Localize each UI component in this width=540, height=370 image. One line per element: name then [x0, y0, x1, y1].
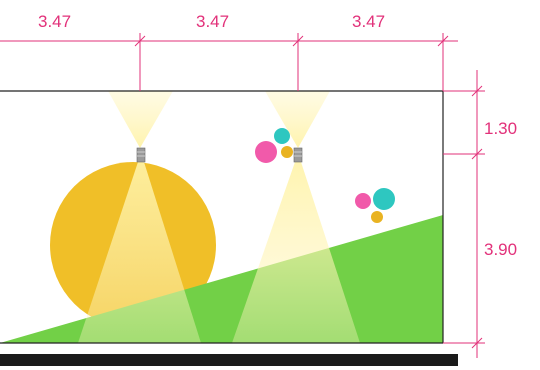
spotlight-1-upper-beam: [108, 91, 173, 148]
horizontal-dimensions: [0, 33, 458, 91]
decorative-dots-icon: [255, 128, 293, 163]
horizontal-dimension-label: 3.47: [352, 12, 385, 31]
spotlight-fixture-icon: [293, 147, 303, 163]
vertical-dimensions: [443, 70, 485, 358]
dimension-tick: [471, 85, 483, 97]
dimension-tick: [437, 35, 449, 47]
horizontal-dimension-label: 3.47: [196, 12, 229, 31]
spotlight-fixture-icon: [136, 147, 146, 163]
dimension-tick: [134, 35, 146, 47]
decorative-dots-icon: [355, 188, 395, 223]
vertical-dimension-label: 1.30: [484, 119, 517, 138]
horizontal-dimension-label: 3.47: [38, 12, 71, 31]
spotlight-1-lower-beam: [78, 162, 201, 343]
spotlight-2-upper-beam: [265, 91, 330, 148]
floor-bar: [0, 354, 458, 366]
vertical-dimension-label: 3.90: [484, 240, 517, 259]
scene: [0, 90, 444, 344]
dimension-tick: [471, 337, 483, 349]
dimension-tick: [292, 35, 304, 47]
dimension-tick: [471, 148, 483, 160]
spotlight-2-lower-beam: [232, 162, 360, 343]
